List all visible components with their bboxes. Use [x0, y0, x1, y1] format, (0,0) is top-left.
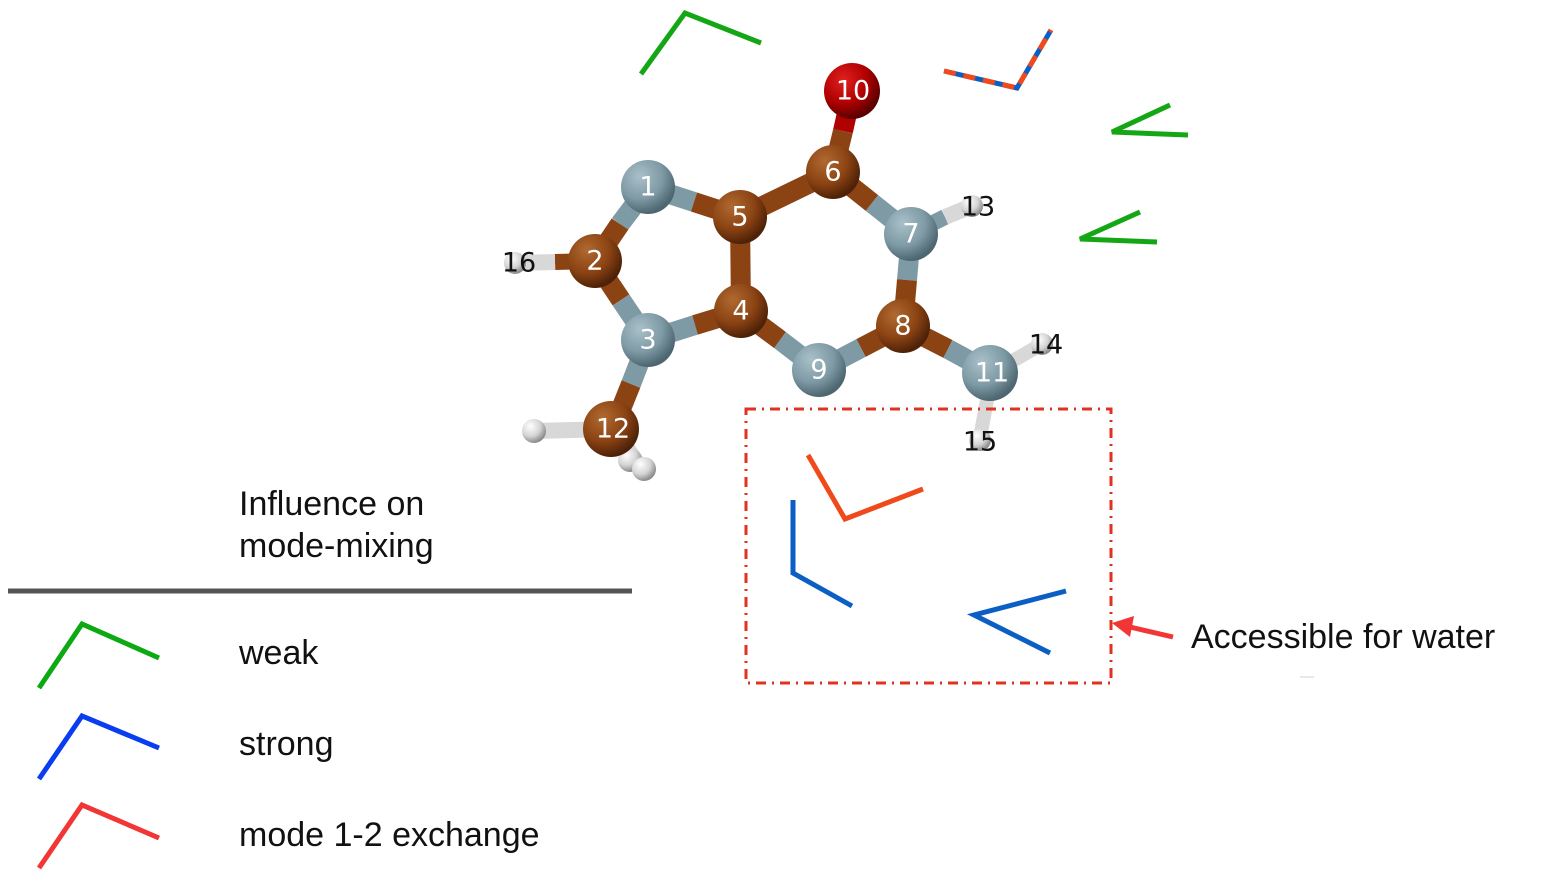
small-mark [1300, 676, 1314, 678]
atom-label-9: 9 [810, 355, 827, 386]
atom-9 [792, 343, 846, 397]
atom-7 [884, 207, 938, 261]
legend-label-weak: weak [239, 634, 319, 672]
heavy-atoms [568, 63, 1018, 457]
atom-label-6: 6 [824, 157, 841, 188]
legend-weak-icon [36, 620, 161, 690]
atom-5 [713, 190, 767, 244]
marker-exchange-2 [805, 453, 924, 523]
atom-label-11: 11 [975, 358, 1009, 389]
marker-strong-3 [966, 588, 1067, 656]
atom-1 [621, 160, 675, 214]
atom-label-7: 7 [902, 219, 919, 250]
atom-h16 [504, 252, 526, 274]
atom-label-16: 16 [502, 248, 536, 279]
atom-label-1: 1 [639, 172, 656, 203]
legend-title-line2: mode-mixing [239, 527, 434, 565]
atom-2 [568, 234, 622, 288]
callout-label: Accessible for water [1191, 618, 1496, 656]
marker-weak-2 [1110, 102, 1189, 138]
atom-label-15: 15 [963, 427, 997, 458]
atom-label-2: 2 [586, 246, 603, 277]
atom-label-4: 4 [732, 296, 749, 327]
atom-label-8: 8 [894, 311, 911, 342]
atom-h14 [1031, 333, 1053, 355]
atom-4 [714, 284, 768, 338]
atom-12 [583, 401, 639, 457]
atom-10 [824, 63, 880, 119]
callout-arrow [1112, 616, 1174, 640]
atom-label-5: 5 [731, 202, 748, 233]
atom-h12a [522, 419, 546, 443]
legend-icons [36, 620, 161, 870]
atom-3 [621, 313, 675, 367]
legend-exchange-icon [36, 801, 160, 870]
angle-markers [638, 9, 1189, 656]
atom-h13 [961, 195, 983, 217]
legend-label-strong: strong [239, 725, 334, 763]
atom-label-14: 14 [1029, 330, 1063, 361]
atom-h12c [632, 457, 656, 481]
atom-label-13: 13 [961, 192, 995, 223]
marker-strong-2 [790, 500, 854, 609]
atom-label-10: 10 [836, 76, 870, 107]
atom-label-3: 3 [639, 325, 656, 356]
hydrogen-atoms [504, 195, 1053, 481]
atom-labels: 1 2 3 4 5 6 7 8 9 10 11 12 13 14 15 16 [502, 76, 1063, 458]
legend-label-exchange: mode 1-2 exchange [239, 816, 540, 854]
legend-strong-icon [36, 712, 160, 781]
atom-6 [806, 145, 860, 199]
legend-title-line1: Influence on [239, 485, 425, 523]
atom-8 [876, 299, 930, 353]
marker-exchange-1 [943, 28, 1054, 91]
marker-weak-1 [638, 9, 762, 76]
marker-weak-3 [1078, 209, 1158, 245]
atom-11 [962, 345, 1018, 401]
legend-title: Influence on mode-mixing [239, 483, 434, 567]
atom-label-12: 12 [596, 414, 630, 445]
atom-h15 [969, 429, 991, 451]
water-accessible-box [744, 407, 1113, 685]
